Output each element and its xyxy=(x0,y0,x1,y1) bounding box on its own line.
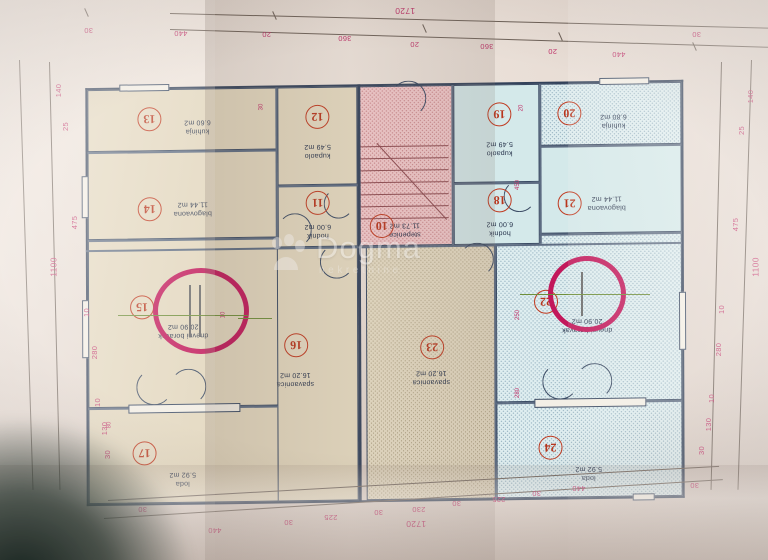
dimension-bottom-10: 440 xyxy=(572,484,586,493)
dimension-top-5: 20 xyxy=(410,40,419,49)
dimension-right-6: 10 xyxy=(706,394,716,403)
dimension-bottom-3: 30 xyxy=(284,518,293,527)
dimension-tick xyxy=(558,32,563,41)
left-marker-guide-line xyxy=(118,315,248,317)
left-marker-circle xyxy=(153,268,249,354)
dimension-right-2: 25 xyxy=(736,126,746,135)
dimension-bottom-9: 30 xyxy=(532,489,541,498)
left-marker-guide-line-2 xyxy=(238,318,272,320)
interior-dimension-450: 450 xyxy=(515,179,522,191)
dimension-top-9: 30 xyxy=(692,30,701,39)
dimension-bottom-11: 30 xyxy=(690,481,699,490)
dimension-tick xyxy=(422,24,427,33)
dimension-top-4: 360 xyxy=(338,34,352,43)
dimension-bottom-6: 230 xyxy=(412,505,426,514)
interior-dimension-20: 20 xyxy=(518,104,525,112)
right-marker-guide-line xyxy=(520,294,650,296)
dimension-line-left-outer xyxy=(19,60,34,490)
dimension-right-4: 10 xyxy=(716,305,726,314)
dimension-left-4: 10 xyxy=(81,308,91,317)
dimension-left-1: 140 xyxy=(54,83,64,98)
dimension-bottom-4: 225 xyxy=(324,513,338,522)
dimension-right-5: 280 xyxy=(714,342,724,357)
dimension-line-bottom-inner xyxy=(107,465,720,501)
dimension-bottom-1: 30 xyxy=(138,505,147,514)
dimension-right-7: 130 xyxy=(704,417,714,432)
interior-dimension-280: 280 xyxy=(515,387,522,399)
dimension-right-8: 30 xyxy=(696,446,706,455)
dimension-top-7: 20 xyxy=(548,47,557,56)
dimension-bottom-2: 440 xyxy=(208,526,222,535)
dimension-bottom-8: 225 xyxy=(492,495,506,504)
dimension-bottom-overall: 1720 xyxy=(406,519,427,529)
dimension-left-6: 10 xyxy=(92,398,102,407)
dimension-left-3: 475 xyxy=(70,215,80,230)
dimension-top-3: 20 xyxy=(262,30,271,39)
dimension-bottom-7: 30 xyxy=(452,499,461,508)
interior-dimension-30: 30 xyxy=(258,103,265,111)
dimension-line-top-outer xyxy=(169,13,768,29)
dimension-bottom-5: 30 xyxy=(374,508,383,517)
dimension-left-overall: 1100 xyxy=(48,257,59,277)
dimension-line-top-inner xyxy=(169,29,768,48)
dimension-top-8: 440 xyxy=(612,50,626,59)
left-marker-stroke-1 xyxy=(189,285,191,337)
interior-dimension-250: 250 xyxy=(515,309,522,321)
dimension-left-8: 30 xyxy=(102,450,112,459)
dimension-top-overall: 1720 xyxy=(395,6,416,16)
dimension-left-2: 25 xyxy=(60,122,70,131)
left-marker-stroke-2 xyxy=(199,285,201,337)
dimension-right-1: 140 xyxy=(746,89,756,104)
dimension-tick xyxy=(692,42,697,51)
dimension-tick xyxy=(84,8,89,17)
dimension-top-6: 360 xyxy=(480,42,494,51)
dimension-right-overall: 1100 xyxy=(750,257,761,277)
dimension-right-3: 475 xyxy=(731,217,741,232)
dimension-top-2: 440 xyxy=(174,29,188,38)
dimension-left-5: 280 xyxy=(90,345,100,360)
interior-dimension-80: 80 xyxy=(106,421,113,429)
dimension-top-1: 30 xyxy=(84,26,93,35)
